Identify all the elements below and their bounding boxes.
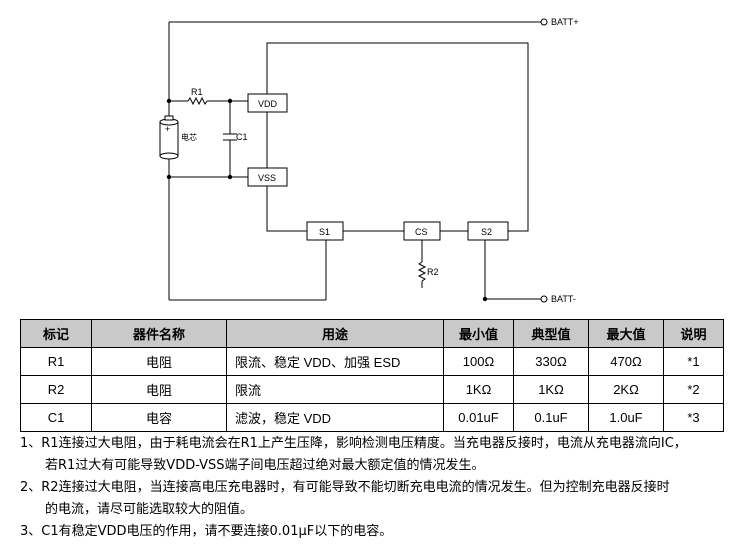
cell-typ: 330Ω — [513, 347, 589, 376]
header-min: 最小值 — [443, 319, 514, 348]
header-note: 说明 — [663, 319, 724, 348]
terminal-batt-minus-icon — [540, 295, 548, 303]
ic-pin-s1 — [306, 221, 344, 241]
cell-typ: 1KΩ — [513, 375, 589, 404]
c1-label: C1 — [236, 132, 248, 142]
cell-usage: 滤波，稳定 VDD — [226, 403, 444, 432]
cell-mark: R1 — [20, 347, 92, 376]
battery-plus-sign: + — [165, 124, 170, 134]
cell-note: *2 — [663, 375, 724, 404]
r1-label: R1 — [191, 87, 203, 97]
cs-label: CS — [415, 227, 428, 237]
cell-label: 电芯 — [181, 132, 197, 142]
junction-dot — [227, 174, 233, 180]
s1-label: S1 — [319, 227, 330, 237]
notes-section: 1、R1连接过大电阻，由于耗电流会在R1上产生压降，影响检测电压精度。当充电器反… — [20, 433, 730, 543]
resistor-r2-zigzag — [417, 261, 427, 282]
cell-note: *3 — [663, 403, 724, 432]
cell-usage: 限流、稳定 VDD、加强 ESD — [226, 347, 444, 376]
circuit-schematic: BATT+ BATT- R1 C1 R2 VDD VSS S1 CS S2 电芯… — [159, 17, 579, 304]
cell-part-name: 电阻 — [91, 375, 227, 404]
component-spec-table: 标记 器件名称 用途 最小值 典型值 最大值 说明 R1 电阻 限流、稳定 VD… — [20, 319, 724, 432]
vss-label: VSS — [258, 173, 276, 183]
cell-part-name: 电阻 — [91, 347, 227, 376]
battery-cell-icon — [159, 115, 179, 160]
junction-dot — [227, 98, 233, 104]
header-part-name: 器件名称 — [91, 319, 227, 348]
table-row: R1 电阻 限流、稳定 VDD、加强 ESD 100Ω 330Ω 470Ω *1 — [20, 347, 724, 376]
table-row: C1 电容 滤波，稳定 VDD 0.01uF 0.1uF 1.0uF *3 — [20, 403, 724, 432]
cell-note: *1 — [663, 347, 724, 376]
ic-pin-cs — [403, 221, 441, 241]
batt-plus-label: BATT+ — [551, 17, 579, 27]
terminal-batt-plus-icon — [540, 18, 548, 26]
header-typ: 典型值 — [513, 319, 589, 348]
s2-label: S2 — [481, 227, 492, 237]
cell-mark: C1 — [20, 403, 92, 432]
ic-pin-vss — [247, 167, 288, 187]
note-3-line-1: 3、C1有稳定VDD电压的作用，请不要连接0.01μF以下的电容。 — [20, 524, 393, 539]
wire-vdd-top — [266, 42, 529, 232]
cell-min: 100Ω — [443, 347, 514, 376]
note-1-line-2: 若R1过大有可能导致VDD-VSS端子间电压超过绝对最大额定值的情况发生。 — [45, 458, 485, 473]
note-2-line-2: 的电流，请尽可能选取较大的阻值。 — [45, 502, 254, 517]
header-max: 最大值 — [588, 319, 664, 348]
table-header-row: 标记 器件名称 用途 最小值 典型值 最大值 说明 — [20, 319, 724, 348]
wire-vss-s1 — [266, 186, 307, 232]
note-2-line-1: 2、R2连接过大电阻，当连接高电压充电器时，有可能导致不能切断充电电流的情况发生… — [20, 480, 670, 495]
cell-usage: 限流 — [226, 375, 444, 404]
batt-minus-label: BATT- — [551, 294, 576, 304]
cell-part-name: 电容 — [91, 403, 227, 432]
header-mark: 标记 — [20, 319, 92, 348]
cell-max: 470Ω — [588, 347, 664, 376]
wire-s2-batt-minus — [484, 240, 541, 300]
cell-max: 1.0uF — [588, 403, 664, 432]
vdd-label: VDD — [258, 99, 278, 109]
junction-dot — [482, 296, 488, 302]
cell-min: 1KΩ — [443, 375, 514, 404]
cell-mark: R2 — [20, 375, 92, 404]
note-1-line-1: 1、R1连接过大电阻，由于耗电流会在R1上产生压降，影响检测电压精度。当充电器反… — [20, 436, 687, 451]
ic-pin-vdd — [247, 93, 288, 113]
junction-dot — [166, 174, 172, 180]
cell-typ: 0.1uF — [513, 403, 589, 432]
header-usage: 用途 — [226, 319, 444, 348]
ic-pin-s2 — [467, 221, 509, 241]
resistor-r1-zigzag — [187, 96, 208, 106]
r2-label: R2 — [427, 267, 439, 277]
table-row: R2 电阻 限流 1KΩ 1KΩ 2KΩ *2 — [20, 375, 724, 404]
junction-dot — [166, 98, 172, 104]
cell-min: 0.01uF — [443, 403, 514, 432]
cell-max: 2KΩ — [588, 375, 664, 404]
